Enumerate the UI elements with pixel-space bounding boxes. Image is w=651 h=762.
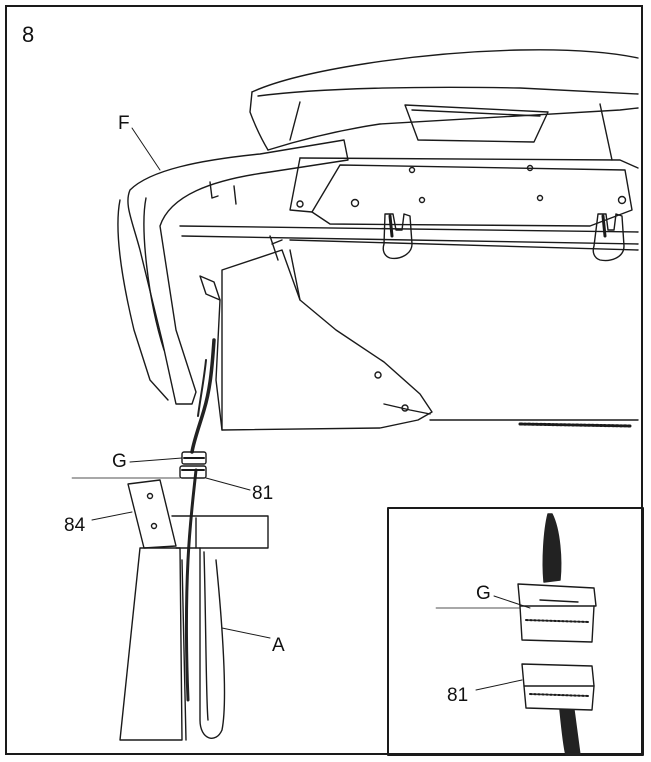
diagram-frame (5, 5, 643, 755)
upright-a-label: A (272, 635, 285, 656)
cross-bar (179, 225, 639, 251)
connector-main (71, 451, 207, 479)
wire-81-label: 81 (252, 483, 274, 504)
console-plate (289, 157, 639, 227)
leader-lines (91, 127, 271, 639)
connector-g-label: G (112, 451, 127, 472)
wire-harness (185, 338, 216, 702)
step-number: 8 (22, 22, 35, 47)
upright-84-label: 84 (64, 515, 86, 536)
cover-panel (199, 235, 639, 431)
inset-wire-81-label: 81 (447, 685, 469, 706)
frame-F-tube (117, 139, 349, 405)
mounting-clips (382, 213, 625, 262)
frame-label: F (118, 113, 130, 134)
inset-connector-g-label: G (476, 583, 491, 604)
uprights (119, 479, 269, 741)
console-shell (249, 49, 639, 161)
inset-box (387, 507, 644, 756)
